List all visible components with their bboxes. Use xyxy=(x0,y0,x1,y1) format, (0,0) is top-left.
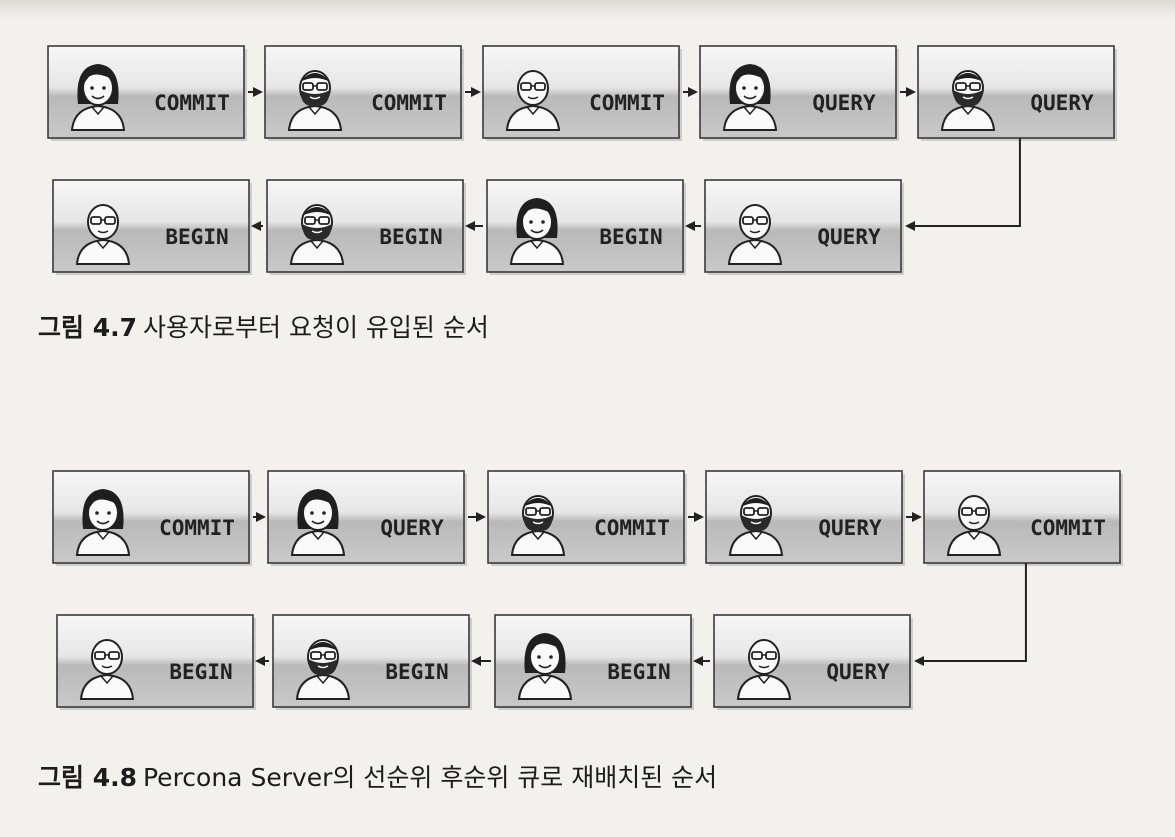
request-label: COMMIT xyxy=(589,91,665,115)
request-card: QUERY xyxy=(699,45,899,141)
caption-text: 사용자로부터 요청이 유입된 순서 xyxy=(143,313,489,342)
caption-text: Percona Server의 선순위 후순위 큐로 재배치된 순서 xyxy=(143,763,718,792)
request-label: QUERY xyxy=(812,91,876,115)
request-label: BEGIN xyxy=(607,660,670,684)
flow-arrow xyxy=(905,138,1021,231)
request-card: BEGIN xyxy=(486,179,686,275)
request-card: COMMIT xyxy=(923,470,1123,566)
request-card: QUERY xyxy=(267,470,467,566)
caption-number: 그림 4.7 xyxy=(38,313,137,342)
request-card: BEGIN xyxy=(56,614,256,710)
bald-man-avatar xyxy=(79,639,135,700)
figure-4-8: COMMIT QUERY COMMIT QUERY COMMIT BEGIN BEGIN BE… xyxy=(0,440,1175,820)
previous-page-text-bleed xyxy=(0,0,1175,20)
request-label: BEGIN xyxy=(385,660,448,684)
request-label: BEGIN xyxy=(165,225,228,249)
request-label: BEGIN xyxy=(169,660,232,684)
bald-man-avatar xyxy=(727,204,783,265)
request-card: QUERY xyxy=(705,470,905,566)
request-label: COMMIT xyxy=(154,91,230,115)
bearded-man-avatar xyxy=(940,70,996,131)
request-card: QUERY xyxy=(917,45,1117,141)
request-card: QUERY xyxy=(713,614,913,710)
request-label: COMMIT xyxy=(594,516,670,540)
bearded-man-avatar xyxy=(295,639,351,700)
woman-avatar xyxy=(722,64,778,131)
request-label: QUERY xyxy=(817,225,881,249)
request-flow-diagram: COMMIT QUERY COMMIT QUERY COMMIT BEGIN BEGIN BE… xyxy=(52,470,1123,710)
bearded-man-avatar xyxy=(510,495,566,556)
request-card: BEGIN xyxy=(494,614,694,710)
figure-4-7: COMMIT COMMIT COMMIT QUERY QUERY BEGIN BEGIN BE… xyxy=(0,0,1175,370)
request-card: COMMIT xyxy=(482,45,682,141)
bald-man-avatar xyxy=(736,639,792,700)
request-card: BEGIN xyxy=(266,179,466,275)
request-card: COMMIT xyxy=(487,470,687,566)
request-label: COMMIT xyxy=(371,91,447,115)
bearded-man-avatar xyxy=(289,204,345,265)
request-card: COMMIT xyxy=(264,45,464,141)
request-flow-diagram: COMMIT COMMIT COMMIT QUERY QUERY BEGIN BEGIN BE… xyxy=(47,45,1117,275)
request-label: QUERY xyxy=(1030,91,1094,115)
caption-number: 그림 4.8 xyxy=(38,763,137,792)
woman-avatar xyxy=(290,489,346,556)
request-label: QUERY xyxy=(818,516,882,540)
bearded-man-avatar xyxy=(287,70,343,131)
request-label: QUERY xyxy=(380,516,444,540)
bald-man-avatar xyxy=(505,70,561,131)
request-card: BEGIN xyxy=(52,179,252,275)
request-label: BEGIN xyxy=(599,225,662,249)
request-label: COMMIT xyxy=(1030,516,1106,540)
request-card: BEGIN xyxy=(272,614,472,710)
woman-avatar xyxy=(517,633,573,700)
woman-avatar xyxy=(70,64,126,131)
bald-man-avatar xyxy=(946,495,1002,556)
woman-avatar xyxy=(75,489,131,556)
request-card: COMMIT xyxy=(47,45,247,141)
bearded-man-avatar xyxy=(728,495,784,556)
request-label: QUERY xyxy=(826,660,890,684)
request-label: COMMIT xyxy=(159,516,235,540)
request-card: QUERY xyxy=(704,179,904,275)
request-card: COMMIT xyxy=(52,470,252,566)
woman-avatar xyxy=(509,198,565,265)
flow-arrow xyxy=(914,563,1027,666)
bald-man-avatar xyxy=(75,204,131,265)
request-label: BEGIN xyxy=(379,225,442,249)
